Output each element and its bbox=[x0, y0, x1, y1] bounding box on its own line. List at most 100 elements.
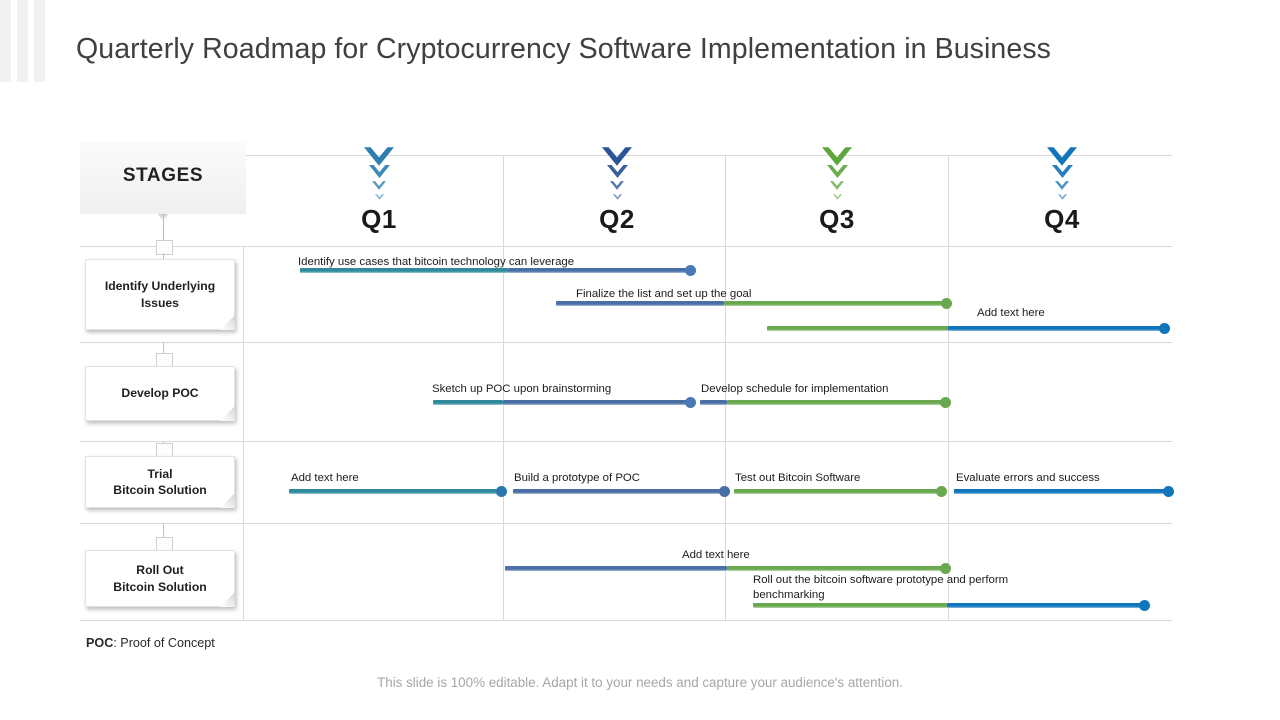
bar-segment bbox=[503, 400, 692, 405]
stage-connector-line bbox=[163, 523, 164, 538]
timeline-bar[interactable] bbox=[767, 323, 1170, 334]
bar-end-marker[interactable] bbox=[1159, 323, 1170, 334]
bar-label: Build a prototype of POC bbox=[514, 472, 640, 484]
bar-label: Roll out the bitcoin software prototype … bbox=[753, 574, 1009, 601]
chevron-stack-q3 bbox=[777, 147, 897, 203]
timeline-bar[interactable] bbox=[513, 486, 730, 497]
bar-segment bbox=[724, 301, 948, 306]
bar-end-marker[interactable] bbox=[940, 397, 951, 408]
bar-end-marker[interactable] bbox=[940, 563, 951, 574]
bar-segment bbox=[513, 489, 726, 494]
chevron-down-icon bbox=[832, 187, 842, 205]
quarter-header-q4[interactable]: Q4 bbox=[1002, 147, 1122, 235]
stages-banner-connector bbox=[163, 214, 164, 246]
grid-hline-1 bbox=[80, 246, 1172, 247]
stage-connector-line bbox=[163, 253, 164, 261]
bar-label: Evaluate errors and success bbox=[956, 472, 1100, 484]
chevron-down-icon bbox=[1057, 187, 1067, 205]
quarter-header-q2[interactable]: Q2 bbox=[557, 147, 677, 235]
folded-corner-icon bbox=[220, 406, 235, 421]
bar-end-marker[interactable] bbox=[1139, 600, 1150, 611]
timeline-bar[interactable] bbox=[300, 265, 696, 276]
bar-end-marker[interactable] bbox=[1163, 486, 1174, 497]
bar-segment bbox=[727, 400, 947, 405]
bar-label: Add text here bbox=[291, 472, 359, 484]
bar-segment bbox=[948, 326, 1165, 331]
bar-label: Develop schedule for implementation bbox=[701, 383, 889, 395]
timeline-bar[interactable] bbox=[700, 397, 951, 408]
stage-connector-node bbox=[156, 240, 173, 255]
stage-box-1[interactable]: Develop POC bbox=[85, 366, 235, 421]
chevron-down-icon bbox=[1055, 177, 1069, 195]
footnote-definition: : Proof of Concept bbox=[113, 636, 215, 650]
timeline-bar[interactable] bbox=[734, 486, 947, 497]
chevron-down-icon bbox=[364, 147, 394, 171]
stage-connector-line bbox=[163, 342, 164, 354]
bar-end-marker[interactable] bbox=[719, 486, 730, 497]
bar-end-marker[interactable] bbox=[685, 265, 696, 276]
stripe-1 bbox=[0, 0, 11, 82]
footnote-term: POC bbox=[86, 636, 114, 650]
stripe-2 bbox=[17, 0, 28, 82]
decorative-left-stripes bbox=[0, 0, 46, 82]
chevron-down-icon bbox=[368, 165, 390, 183]
timeline-bar[interactable] bbox=[753, 600, 1150, 611]
chevron-down-icon bbox=[612, 187, 622, 205]
bar-segment bbox=[289, 489, 503, 494]
timeline-bar[interactable] bbox=[433, 397, 696, 408]
bar-label: Add text here bbox=[977, 307, 1045, 319]
timeline-bar[interactable] bbox=[556, 298, 952, 309]
bar-end-marker[interactable] bbox=[496, 486, 507, 497]
bar-segment bbox=[433, 400, 503, 405]
chevron-down-icon bbox=[602, 147, 632, 171]
quarter-label: Q4 bbox=[1044, 204, 1080, 234]
chevron-down-icon bbox=[1051, 165, 1073, 183]
quarter-header-q3[interactable]: Q3 bbox=[777, 147, 897, 235]
grid-vline-0 bbox=[243, 246, 244, 620]
chevron-down-icon bbox=[822, 147, 852, 171]
bar-label: Add text here bbox=[682, 549, 750, 561]
chevron-stack-q2 bbox=[557, 147, 677, 203]
timeline-bar[interactable] bbox=[505, 563, 951, 574]
grid-hline-0 bbox=[80, 155, 1172, 156]
quarter-header-q1[interactable]: Q1 bbox=[319, 147, 439, 235]
stage-connector-line bbox=[163, 441, 164, 444]
slide-caption: This slide is 100% editable. Adapt it to… bbox=[377, 675, 903, 690]
chevron-down-icon bbox=[374, 187, 384, 205]
quarter-label: Q2 bbox=[599, 204, 635, 234]
timeline-bar[interactable] bbox=[289, 486, 507, 497]
bar-label: Test out Bitcoin Software bbox=[735, 472, 861, 484]
quarter-label: Q3 bbox=[819, 204, 855, 234]
grid-vline-2 bbox=[725, 155, 726, 620]
bar-segment bbox=[700, 400, 727, 405]
bar-end-marker[interactable] bbox=[936, 486, 947, 497]
chevron-down-icon bbox=[1047, 147, 1077, 171]
grid-hline-2 bbox=[80, 342, 1172, 343]
grid-vline-1 bbox=[503, 155, 504, 620]
bar-segment bbox=[505, 566, 727, 571]
stage-box-label: Develop POC bbox=[121, 386, 199, 401]
bar-segment bbox=[947, 603, 1146, 608]
quarter-label: Q1 bbox=[361, 204, 397, 234]
bar-segment bbox=[556, 301, 724, 306]
chevron-down-icon bbox=[372, 177, 386, 195]
bar-end-marker[interactable] bbox=[685, 397, 696, 408]
timeline-bar[interactable] bbox=[954, 486, 1174, 497]
bar-end-marker[interactable] bbox=[941, 298, 952, 309]
bar-segment bbox=[727, 566, 947, 571]
folded-corner-icon bbox=[220, 592, 235, 607]
folded-corner-icon bbox=[220, 315, 235, 330]
bar-segment bbox=[734, 489, 943, 494]
chevron-down-icon bbox=[610, 177, 624, 195]
bar-segment bbox=[954, 489, 1170, 494]
grid-hline-5 bbox=[80, 620, 1172, 621]
chevron-stack-q4 bbox=[1002, 147, 1122, 203]
folded-corner-icon bbox=[220, 493, 235, 508]
